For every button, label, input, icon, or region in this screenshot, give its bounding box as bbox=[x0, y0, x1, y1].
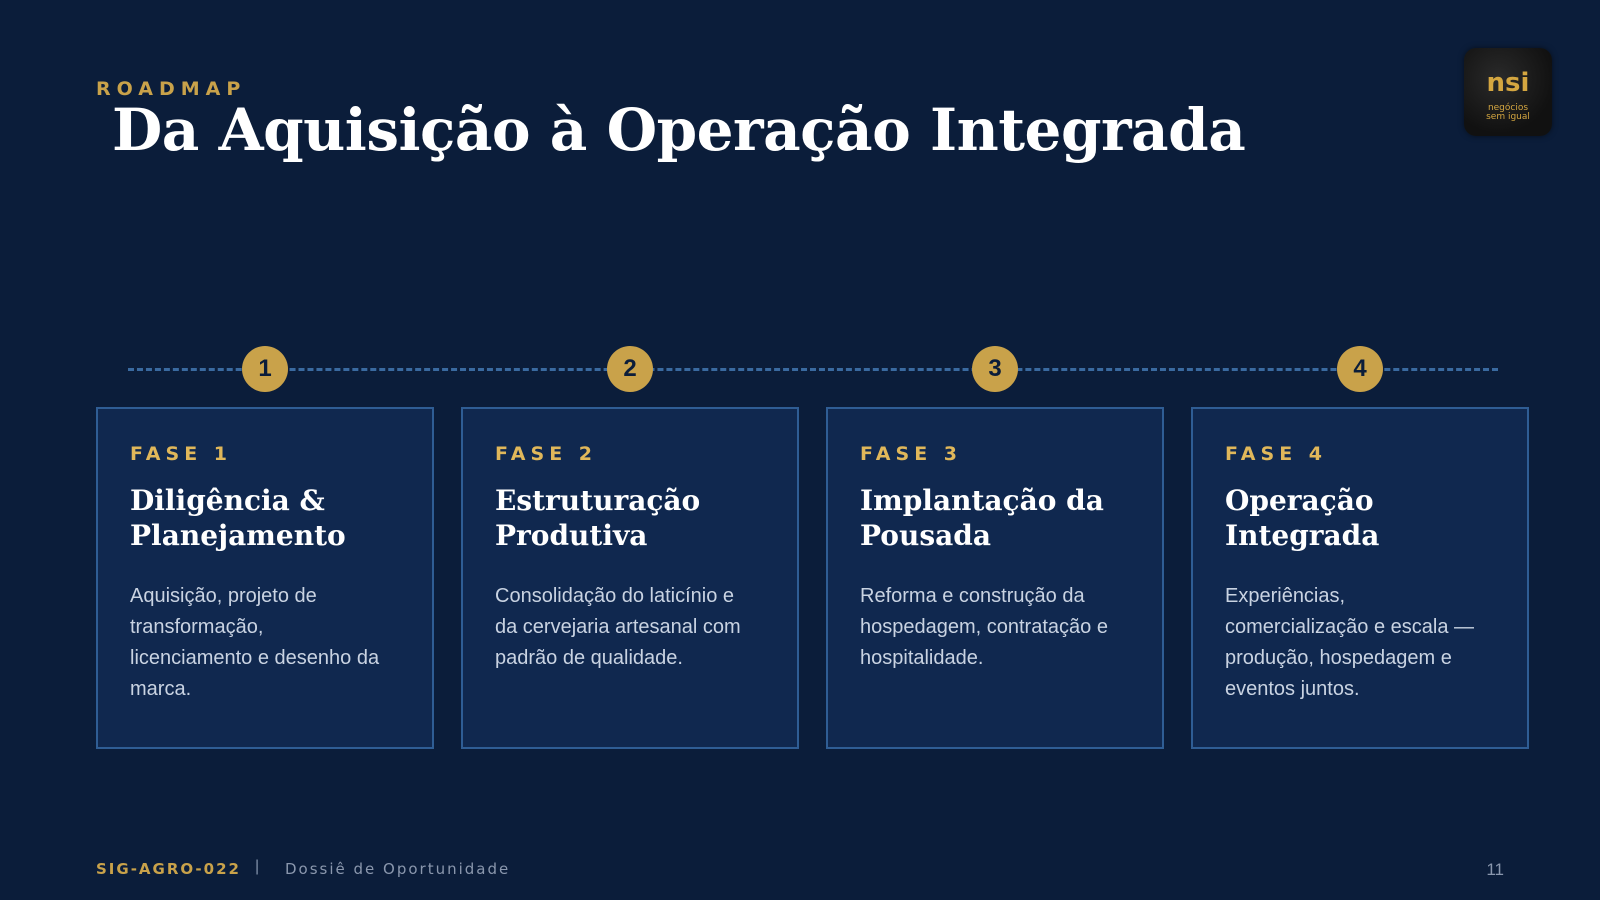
phase-description-line: padrão de qualidade. bbox=[495, 647, 683, 669]
logo-tagline-line2: sem igual bbox=[1486, 112, 1530, 122]
phase-description-line: Experiências, bbox=[1225, 585, 1346, 607]
phase-description: Aquisição, projeto de transformação, lic… bbox=[130, 581, 402, 705]
phase-card-3: FASE 3 Implantação da Pousada Reforma e … bbox=[826, 407, 1164, 749]
step-marker-4: 4 bbox=[1337, 346, 1383, 392]
phase-label: FASE 1 bbox=[130, 443, 233, 465]
phase-description-line: marca. bbox=[130, 678, 192, 700]
phase-label: FASE 4 bbox=[1225, 443, 1328, 465]
footer-separator: | bbox=[255, 858, 260, 875]
phase-description-line: Aquisição, projeto de bbox=[130, 585, 317, 607]
phase-description: Experiências, comercialização e escala —… bbox=[1225, 581, 1497, 705]
logo-tagline: negócios sem igual bbox=[1464, 104, 1552, 122]
step-marker-2: 2 bbox=[607, 346, 653, 392]
phase-title-line: Implantação da bbox=[860, 484, 1104, 517]
page-number: 11 bbox=[1486, 860, 1504, 879]
phase-card-1: FASE 1 Diligência & Planejamento Aquisiç… bbox=[96, 407, 434, 749]
phase-description-line: Consolidação do laticínio e bbox=[495, 585, 735, 607]
section-eyebrow: ROADMAP bbox=[96, 78, 247, 100]
phase-title: Implantação da Pousada bbox=[860, 483, 1132, 553]
step-marker-3: 3 bbox=[972, 346, 1018, 392]
phase-card-4: FASE 4 Operação Integrada Experiências, … bbox=[1191, 407, 1529, 749]
footer-document-name: Dossiê de Oportunidade bbox=[285, 860, 511, 878]
phase-title-line: Planejamento bbox=[130, 519, 346, 552]
phase-title: Operação Integrada bbox=[1225, 483, 1497, 553]
phase-label: FASE 2 bbox=[495, 443, 598, 465]
phase-description-line: produção, hospedagem e bbox=[1225, 647, 1452, 669]
phase-title-line: Estruturação bbox=[495, 484, 701, 517]
timeline-line bbox=[128, 368, 1498, 371]
phase-description-line: da cervejaria artesanal com bbox=[495, 616, 741, 638]
phase-description-line: comercialização e escala — bbox=[1225, 616, 1474, 638]
phase-description-line: hospedagem, contratação e bbox=[860, 616, 1108, 638]
brand-logo: nsi negócios sem igual bbox=[1464, 48, 1552, 136]
logo-mark: nsi bbox=[1486, 68, 1530, 98]
phase-title-line: Operação bbox=[1225, 484, 1374, 517]
phase-description-line: eventos juntos. bbox=[1225, 678, 1360, 700]
phase-title: Estruturação Produtiva bbox=[495, 483, 767, 553]
phase-description-line: transformação, bbox=[130, 616, 264, 638]
phase-card-2: FASE 2 Estruturação Produtiva Consolidaç… bbox=[461, 407, 799, 749]
phase-label: FASE 3 bbox=[860, 443, 963, 465]
page-title: Da Aquisição à Operação Integrada bbox=[112, 96, 1246, 164]
phase-description-line: Reforma e construção da bbox=[860, 585, 1085, 607]
phase-title: Diligência & Planejamento bbox=[130, 483, 402, 553]
phase-description: Consolidação do laticínio e da cervejari… bbox=[495, 581, 767, 674]
phase-title-line: Produtiva bbox=[495, 519, 648, 552]
phase-title-line: Integrada bbox=[1225, 519, 1380, 552]
footer-document-code: SIG-AGRO-022 bbox=[96, 860, 241, 878]
phase-description-line: hospitalidade. bbox=[860, 647, 984, 669]
phase-description: Reforma e construção da hospedagem, cont… bbox=[860, 581, 1132, 674]
step-marker-1: 1 bbox=[242, 346, 288, 392]
logo-tagline-line1: negócios bbox=[1487, 103, 1529, 113]
phase-title-line: Diligência & bbox=[130, 484, 325, 517]
phase-title-line: Pousada bbox=[860, 519, 991, 552]
phase-description-line: licenciamento e desenho da bbox=[130, 647, 380, 669]
